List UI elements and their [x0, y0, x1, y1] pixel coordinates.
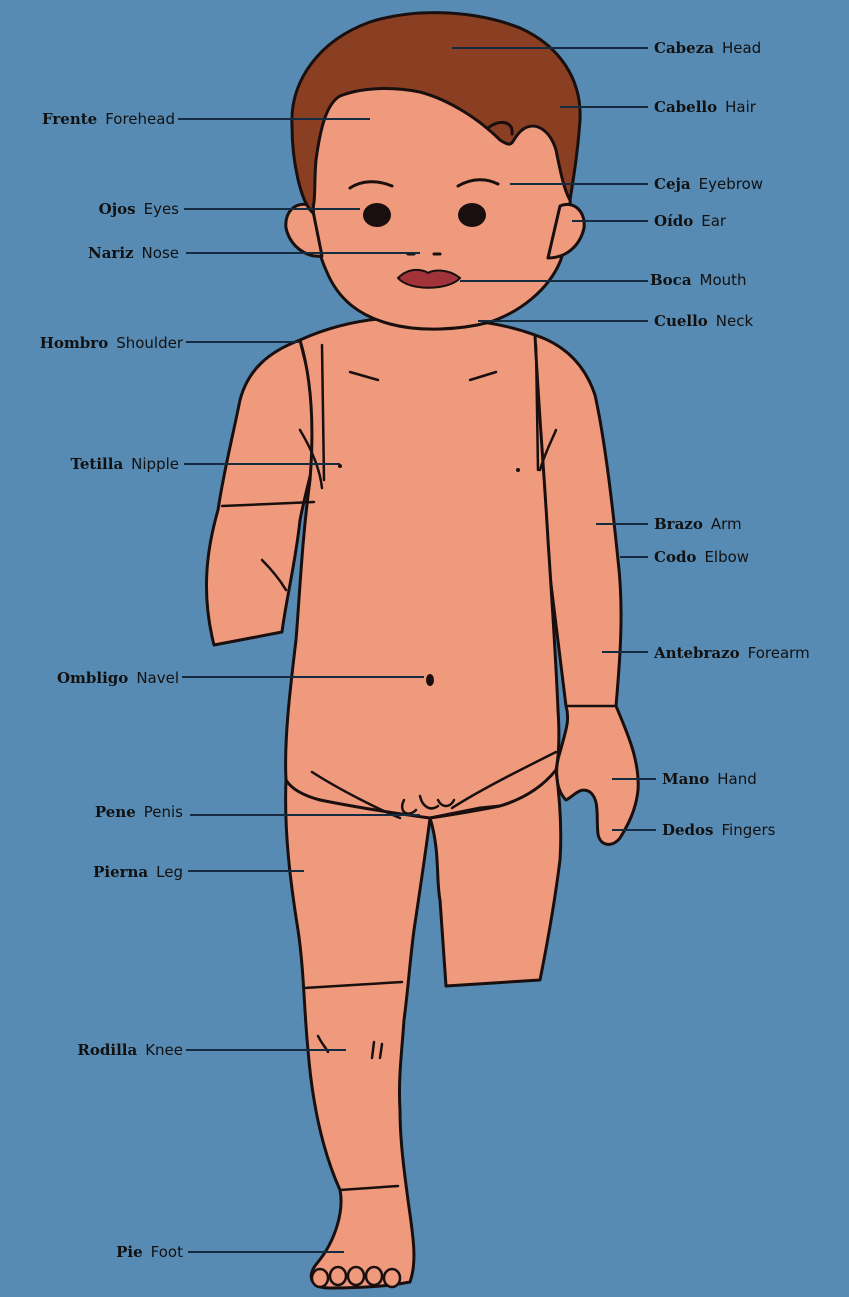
navel — [426, 674, 434, 686]
right-eye — [458, 203, 486, 227]
torso — [286, 318, 559, 818]
lips — [398, 270, 460, 288]
baby-figure — [206, 58, 638, 1288]
left-leg — [286, 780, 430, 1288]
right-nipple — [516, 468, 520, 472]
left-eye — [363, 203, 391, 227]
toes — [312, 1267, 400, 1287]
